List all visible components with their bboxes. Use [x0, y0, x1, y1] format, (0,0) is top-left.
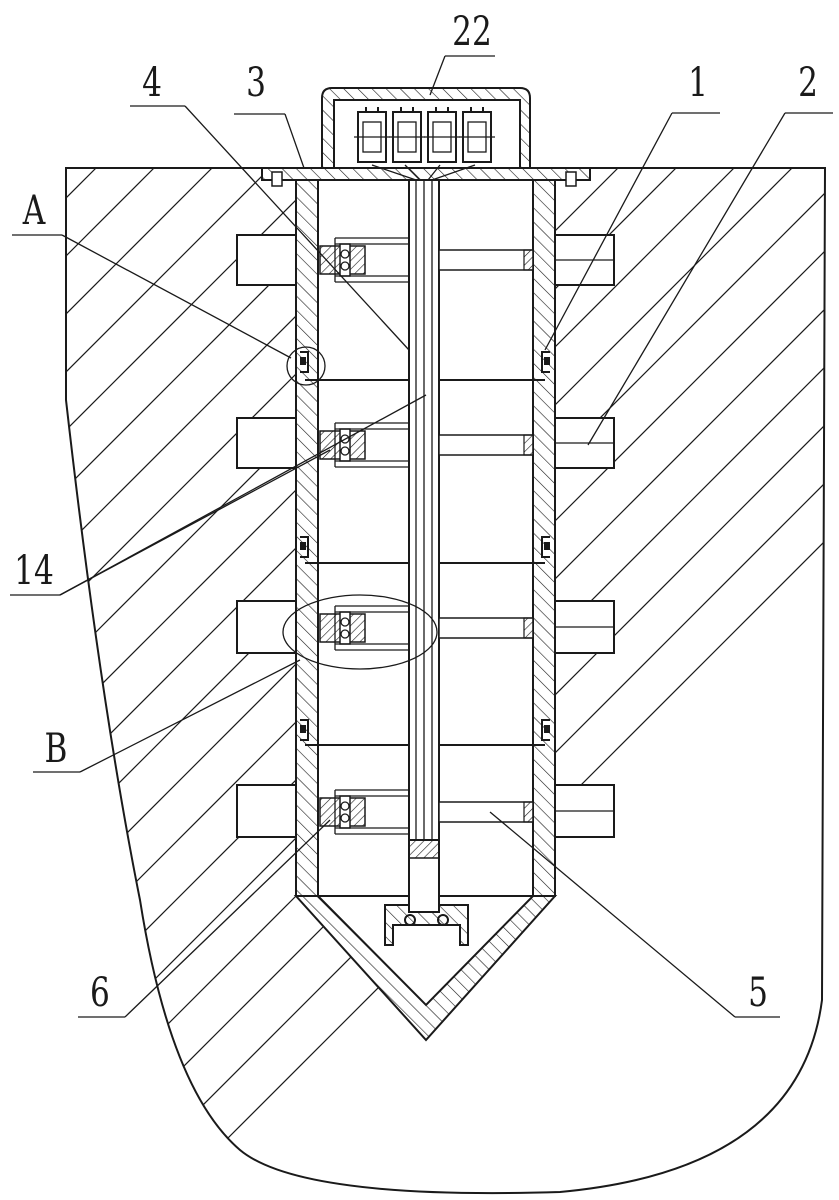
label-6: 6: [90, 970, 110, 1016]
disc-ring-end: [524, 802, 533, 822]
clamp-bolt: [544, 357, 550, 365]
disc-ring-end: [524, 435, 533, 455]
label-4: 4: [142, 60, 162, 106]
label-a: A: [22, 188, 46, 234]
label-14: 14: [14, 548, 54, 594]
clamp-bolt: [300, 357, 306, 365]
anchor-block-left: [237, 235, 296, 285]
disc-ring: [439, 435, 533, 455]
anchor-block-left: [237, 418, 296, 468]
disc-ring-end: [524, 618, 533, 638]
label-2: 2: [798, 60, 818, 106]
clamp-bolt: [544, 725, 550, 733]
clamp-bolt: [300, 725, 306, 733]
gear-hub: [340, 612, 350, 644]
disc-ring-end: [524, 250, 533, 270]
flange-bolt-left: [272, 172, 282, 186]
top-housing-22: [322, 88, 530, 168]
label-1: 1: [688, 60, 708, 106]
label-22: 22: [452, 9, 492, 55]
coil-group: [354, 107, 495, 162]
gear-hub: [340, 244, 350, 276]
anchor-block-left: [237, 785, 296, 837]
label-b: B: [45, 726, 68, 772]
gear-hub: [340, 429, 350, 461]
clamp-bolt: [544, 542, 550, 550]
disc-ring: [439, 802, 533, 822]
disc-ring: [439, 618, 533, 638]
label-3: 3: [246, 60, 266, 106]
disc-ring: [439, 250, 533, 270]
soil-hatch-line: [0, 40, 108, 1200]
clamp-bolt: [300, 542, 306, 550]
gear-hub: [340, 796, 350, 828]
label-5: 5: [748, 970, 768, 1016]
flange-bolt-right: [566, 172, 576, 186]
